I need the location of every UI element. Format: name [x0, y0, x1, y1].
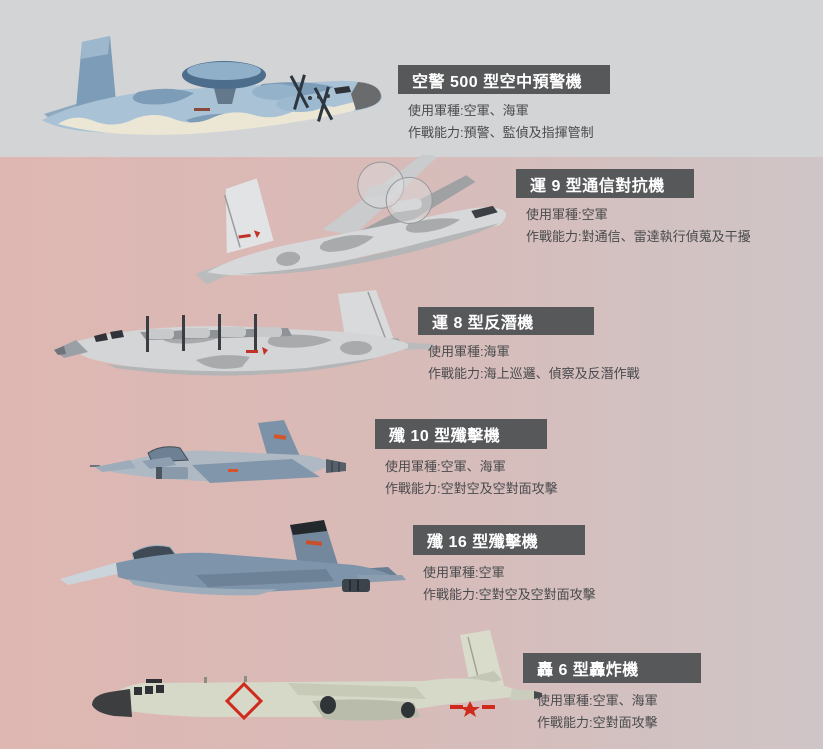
title-label: 運 8 型反潛機 — [432, 315, 534, 332]
details-y9: 使用軍種:空軍 作戰能力:對通信、雷達執行偵蒐及干擾 — [526, 204, 751, 247]
h6-tail-insignia — [450, 701, 495, 717]
y8-asw-aircraft-illustration — [54, 290, 434, 376]
title-box-kj500: 空警 500 型空中預警機 — [398, 65, 610, 94]
service-line: 使用軍種:空軍 — [526, 207, 608, 222]
j10-nose-cone — [95, 460, 136, 472]
h6-glazed-nose-windows — [134, 679, 164, 695]
service-line: 使用軍種:空軍、海軍 — [408, 103, 529, 118]
service-line: 使用軍種:海軍 — [428, 344, 510, 359]
details-kj500: 使用軍種:空軍、海軍 作戰能力:預警、監偵及指揮管制 — [408, 100, 594, 143]
details-j10: 使用軍種:空軍、海軍 作戰能力:空對空及空對面攻擊 — [385, 456, 558, 499]
j10-fighter-illustration — [90, 420, 346, 483]
j10-delta-wing — [192, 459, 320, 483]
kj500-nose-cone — [351, 82, 381, 110]
j10-exhaust — [326, 459, 346, 473]
j10-canard — [142, 457, 176, 469]
kj500-insignia — [194, 108, 210, 111]
j16-wing-strip — [196, 569, 334, 587]
details-y8: 使用軍種:海軍 作戰能力:海上巡邏、偵察及反潛作戰 — [428, 341, 640, 384]
kj500-awacs-aircraft-illustration — [42, 36, 383, 135]
y9-insignia — [238, 230, 261, 239]
capability-line: 作戰能力:預警、監偵及指揮管制 — [408, 124, 594, 140]
y8-insignia — [246, 347, 268, 355]
service-line: 使用軍種:空軍、海軍 — [537, 693, 658, 708]
j16-tail-sting — [358, 575, 406, 583]
h6-bomber-illustration — [92, 630, 542, 721]
kj500-cockpit-window — [334, 86, 351, 94]
j10-intake — [156, 467, 188, 479]
y9-camouflage — [276, 218, 461, 266]
j10-insignia — [228, 469, 238, 472]
kj500-cream-wave-band — [58, 101, 358, 135]
j10-pitot — [90, 465, 100, 467]
y9-cockpit-window — [471, 205, 498, 219]
j16-nose — [60, 562, 130, 585]
title-label: 殲 10 型殲擊機 — [389, 428, 501, 445]
title-box-h6: 轟 6 型轟炸機 — [523, 653, 701, 683]
title-label: 殲 16 型殲擊機 — [427, 534, 539, 551]
j16-fighter-illustration — [60, 520, 406, 596]
title-label: 空警 500 型空中預警機 — [412, 73, 583, 91]
j16-belly — [128, 579, 278, 596]
j16-engine-nozzle — [342, 579, 370, 592]
y8-belly-shade — [106, 358, 376, 376]
y8-nose-tip — [54, 346, 66, 355]
y9-engines — [357, 161, 433, 224]
h6-tail-cone — [510, 689, 542, 701]
title-label: 轟 6 型轟炸機 — [537, 662, 639, 679]
capability-line: 作戰能力:空對空及空對面攻擊 — [423, 586, 596, 602]
h6-red-diamond-marking — [224, 681, 264, 721]
h6-nose-cone — [92, 689, 132, 717]
capability-line: 作戰能力:空對空及空對面攻擊 — [385, 480, 558, 496]
title-box-y8: 運 8 型反潛機 — [418, 307, 594, 335]
capability-line: 作戰能力:對通信、雷達執行偵蒐及干擾 — [526, 228, 751, 244]
kj500-radome — [182, 61, 266, 104]
title-label: 運 9 型通信對抗機 — [530, 177, 665, 195]
y8-cockpit-windows — [94, 330, 124, 342]
kj500-windows — [308, 94, 330, 100]
details-h6: 使用軍種:空軍、海軍 作戰能力:空對面攻擊 — [537, 690, 658, 733]
title-box-j16: 殲 16 型殲擊機 — [413, 525, 585, 555]
details-j16: 使用軍種:空軍 作戰能力:空對空及空對面攻擊 — [423, 562, 596, 605]
title-box-j10: 殲 10 型殲擊機 — [375, 419, 547, 449]
capability-line: 作戰能力:空對面攻擊 — [537, 714, 658, 730]
y8-propeller-engines — [146, 314, 282, 352]
j10-canopy — [147, 446, 189, 463]
service-line: 使用軍種:空軍 — [423, 565, 505, 580]
h6-wing — [288, 683, 426, 699]
h6-antennas — [204, 676, 247, 683]
service-line: 使用軍種:空軍、海軍 — [385, 459, 506, 474]
capability-line: 作戰能力:海上巡邏、偵察及反潛作戰 — [428, 365, 640, 381]
h6-engine-nacelle — [312, 696, 420, 721]
title-box-y9: 運 9 型通信對抗機 — [516, 169, 694, 198]
y9-ecm-aircraft-illustration — [195, 155, 507, 285]
